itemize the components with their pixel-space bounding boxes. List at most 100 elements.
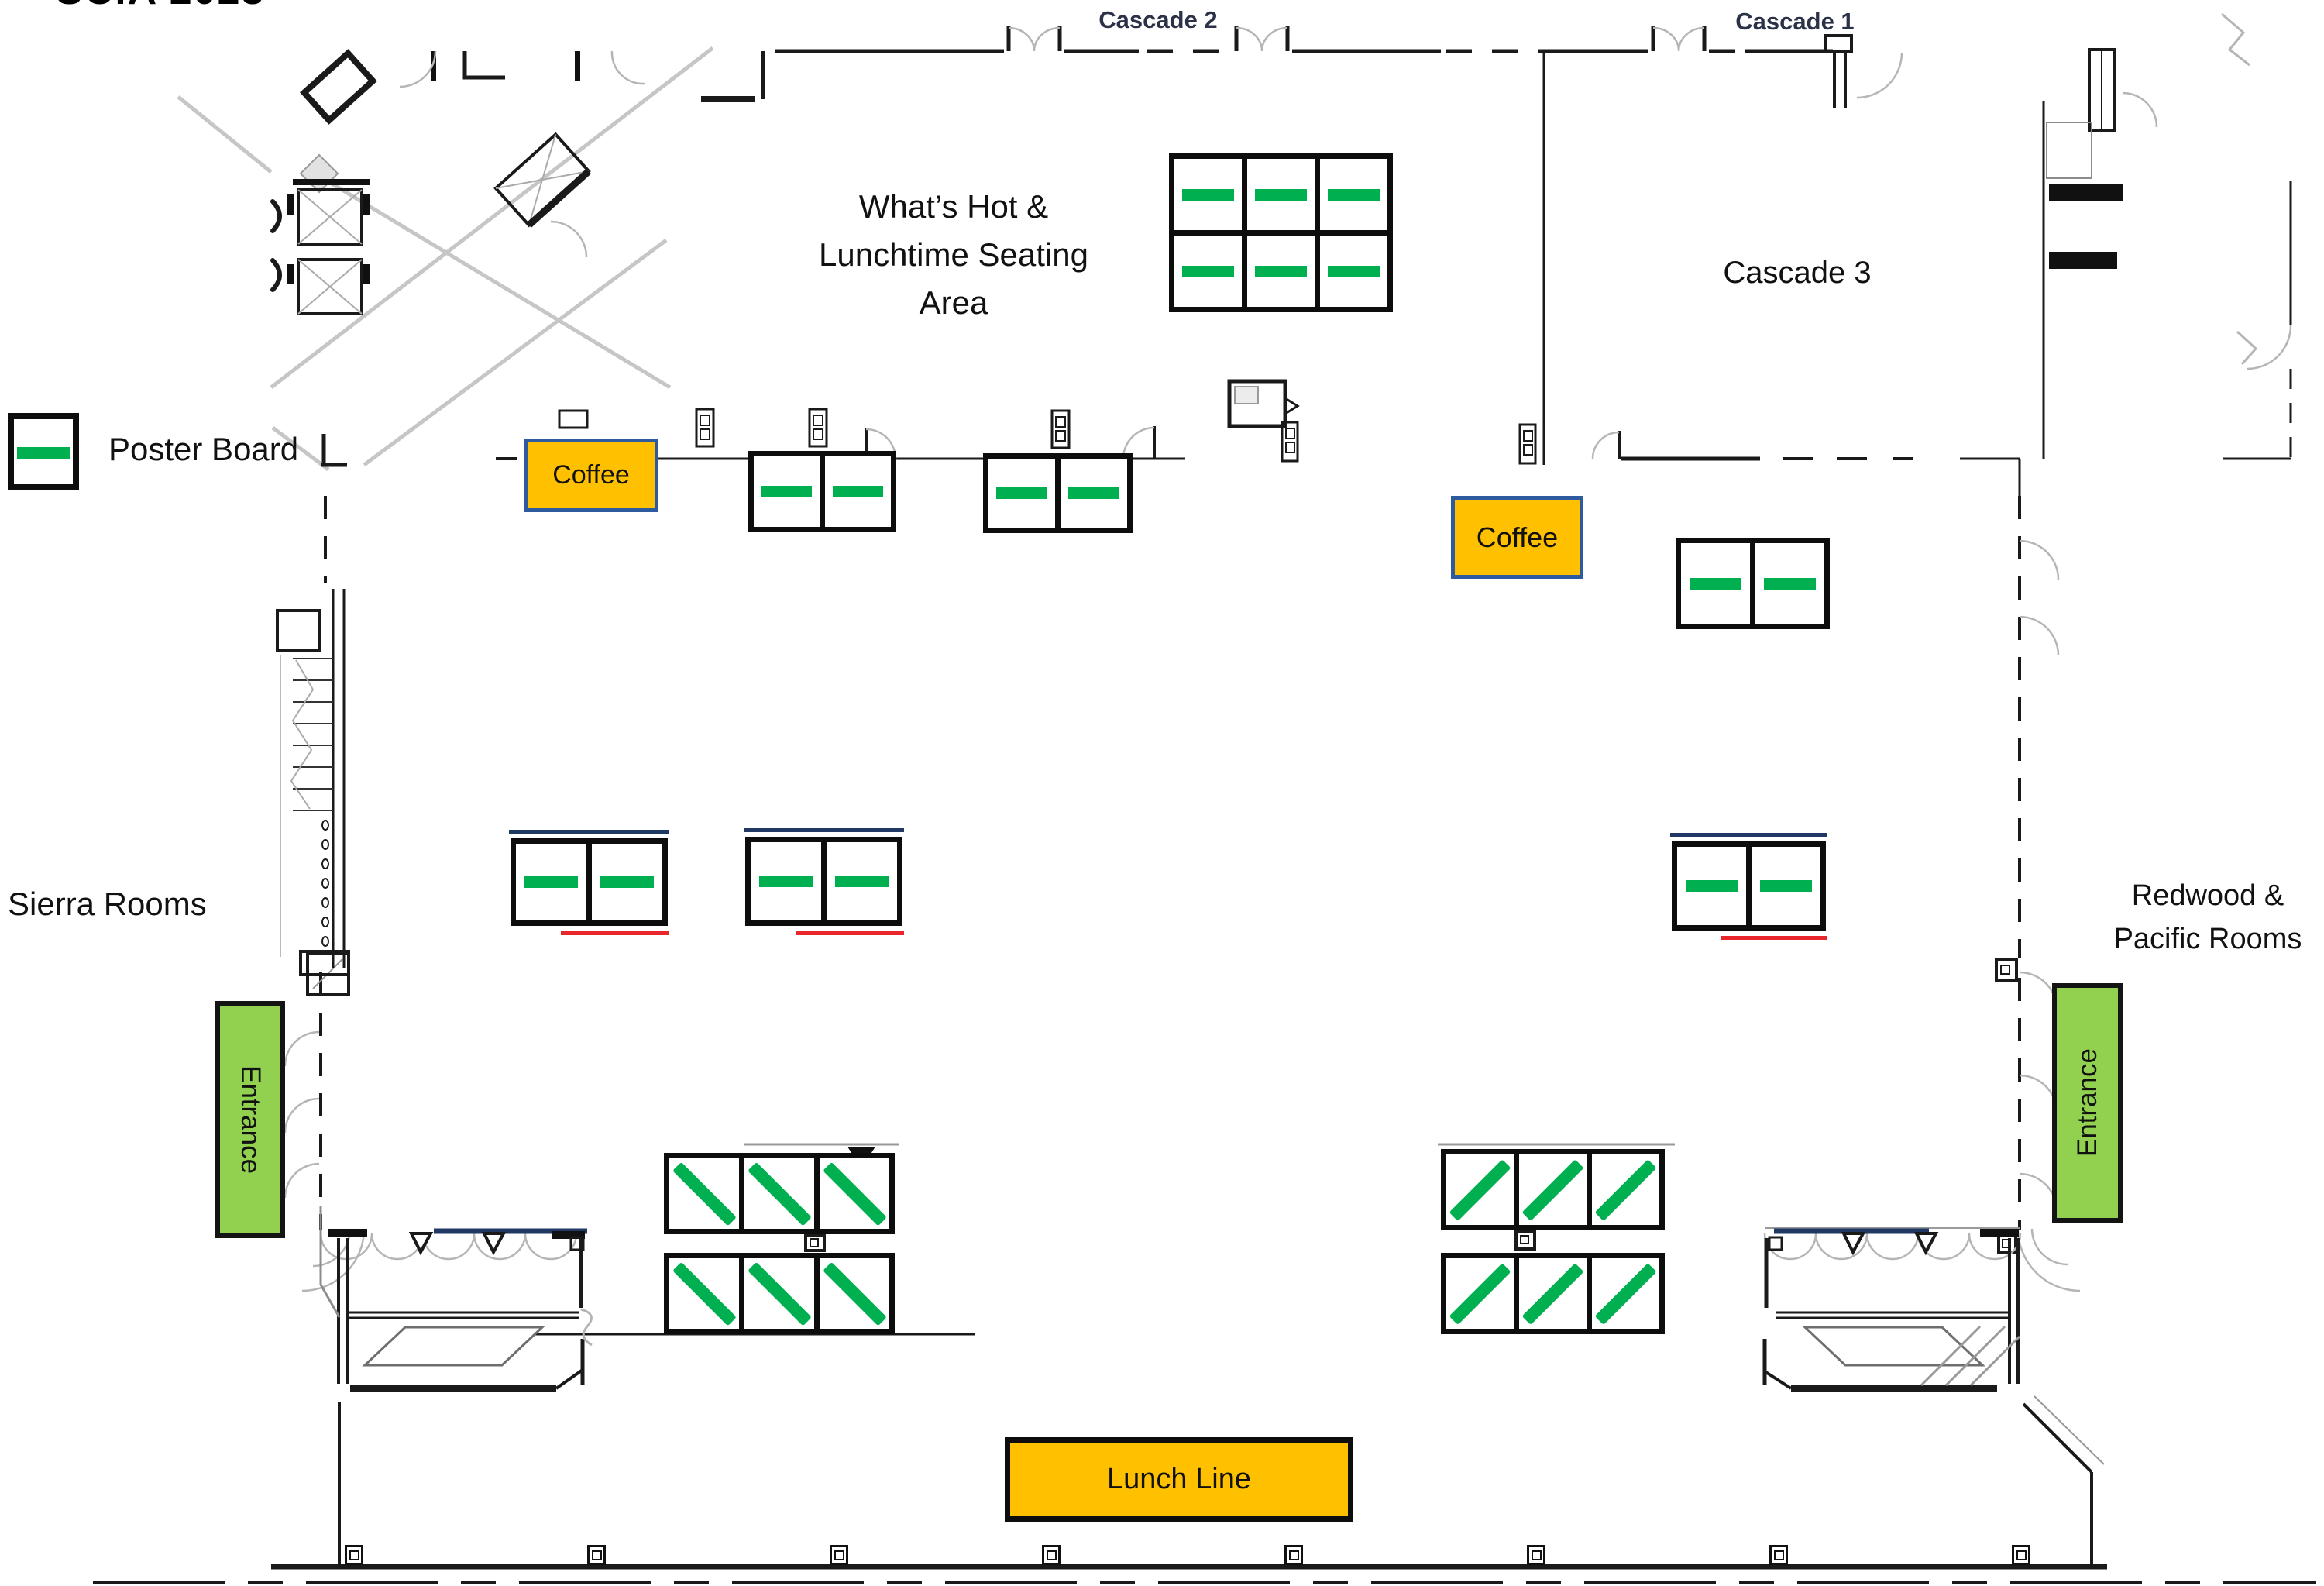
poster-board (821, 837, 902, 926)
poster-green-strip (1449, 1262, 1511, 1325)
poster-green-strip (1759, 880, 1813, 892)
wall-column-post (1284, 1545, 1303, 1565)
poster-board (1169, 230, 1247, 312)
poster-green-strip (1328, 188, 1380, 201)
whats-hot-line1: What’s Hot & (858, 188, 1049, 225)
poster-green-strip (996, 487, 1047, 499)
room-label-redwood-pacific: Redwood & Pacific Rooms (2092, 874, 2324, 961)
poster-board (1441, 1253, 1519, 1334)
poster-green-strip (1521, 1158, 1584, 1221)
poster-board-group-foyer-pair-mid (983, 453, 1133, 533)
poster-board (1746, 841, 1826, 931)
coffee-station-east: Coffee (1451, 496, 1583, 579)
poster-green-strip (524, 876, 579, 888)
poster-green-strip (1689, 577, 1742, 590)
poster-board (664, 1153, 744, 1234)
poster-board (814, 1153, 895, 1234)
poster-green-strip (672, 1261, 737, 1326)
poster-board (664, 1253, 744, 1334)
poster-board (1169, 153, 1247, 236)
room-label-cascade-1: Cascade 1 (1735, 8, 1855, 35)
poster-board-group-cluster-southwest (664, 1153, 895, 1334)
whats-hot-area-label: What’s Hot & Lunchtime Seating Area (791, 183, 1116, 327)
wall-bracket (270, 199, 282, 292)
coffee-station-west: Coffee (524, 439, 658, 512)
poster-green-strip (758, 876, 813, 887)
tilted-door-panel (300, 49, 377, 125)
wall-column-post (1527, 1545, 1545, 1565)
column-posts (695, 408, 2018, 1254)
poster-board (1672, 841, 1752, 931)
poster-board-group-cluster-southeast (1441, 1149, 1665, 1334)
poster-green-strip (600, 876, 655, 888)
poster-green-strip (833, 486, 883, 497)
poster-green-strip (747, 1161, 812, 1226)
redwood-line1: Redwood & (2131, 879, 2284, 912)
poster-green-strip (1594, 1262, 1657, 1325)
bottom-wall (93, 1395, 2316, 1584)
event-title-text: SCiA 2023 (56, 0, 265, 10)
poster-green-strip (1763, 577, 1817, 590)
poster-board (739, 1153, 820, 1234)
poster-board-group-cascade3-pair (1676, 538, 1830, 629)
service-elevator (493, 132, 592, 228)
wall-column-post (830, 1545, 848, 1565)
room-label-cascade-3: Cascade 3 (1723, 256, 1872, 290)
poster-board-group-hall-pair-west-a (509, 830, 670, 935)
wall-column-post (587, 1545, 606, 1565)
poster-green-strip (822, 1261, 887, 1326)
poster-board (1315, 230, 1393, 312)
east-foyer (2042, 12, 2292, 460)
poster-board (814, 1253, 895, 1334)
poster-green-strip (834, 876, 889, 887)
poster-board (1514, 1149, 1592, 1230)
poster-green-strip (1594, 1158, 1657, 1221)
poster-board-group-foyer-pair-left (748, 451, 896, 532)
whats-hot-line2: Lunchtime Seating (819, 236, 1088, 273)
poster-board (1055, 453, 1133, 533)
entrance-west: Entrance (215, 1001, 285, 1238)
poster-board (1587, 1253, 1665, 1334)
poster-board (1514, 1253, 1592, 1334)
wall-column-post (1769, 1545, 1788, 1565)
poster-green-strip (1068, 487, 1119, 499)
poster-board (1676, 538, 1755, 629)
entrance-west-label: Entrance (235, 1065, 266, 1175)
west-wall (284, 496, 366, 1292)
poster-green-strip (1521, 1262, 1584, 1325)
lunch-line-station: Lunch Line (1005, 1437, 1353, 1522)
poster-board (1441, 1149, 1519, 1230)
poster-board (745, 837, 827, 926)
stairwell (276, 589, 350, 976)
poster-green-strip (1255, 188, 1307, 201)
banquet-room-southeast (1762, 1227, 2022, 1392)
poster-board (1750, 538, 1830, 629)
poster-green-strip (1255, 265, 1307, 277)
entrance-east-label: Entrance (2071, 1048, 2102, 1158)
wall-column-post (1042, 1545, 1061, 1565)
poster-green-strip (1685, 880, 1738, 892)
poster-board-group-whats-hot-block (1169, 153, 1393, 312)
poster-board (1242, 153, 1320, 236)
poster-board (1587, 1149, 1665, 1230)
poster-board (739, 1253, 820, 1334)
poster-board (1315, 153, 1393, 236)
top-wall (775, 26, 1903, 108)
poster-board-group-hall-pair-west-b (744, 828, 905, 935)
room-label-sierra: Sierra Rooms (8, 886, 207, 922)
legend-poster-board-swatch (8, 413, 79, 490)
poster-green-strip (1182, 265, 1234, 277)
east-wall (2016, 496, 2081, 1292)
poster-green-strip (1328, 265, 1380, 277)
poster-board (820, 451, 896, 532)
legend-green-bar (17, 447, 70, 459)
poster-board (511, 838, 592, 926)
wall-column-post (2012, 1545, 2030, 1565)
poster-green-strip (822, 1161, 887, 1226)
elevator-shaft (287, 188, 370, 315)
whats-hot-line3: Area (919, 284, 988, 321)
poster-green-strip (1182, 188, 1234, 201)
poster-board (586, 838, 668, 926)
